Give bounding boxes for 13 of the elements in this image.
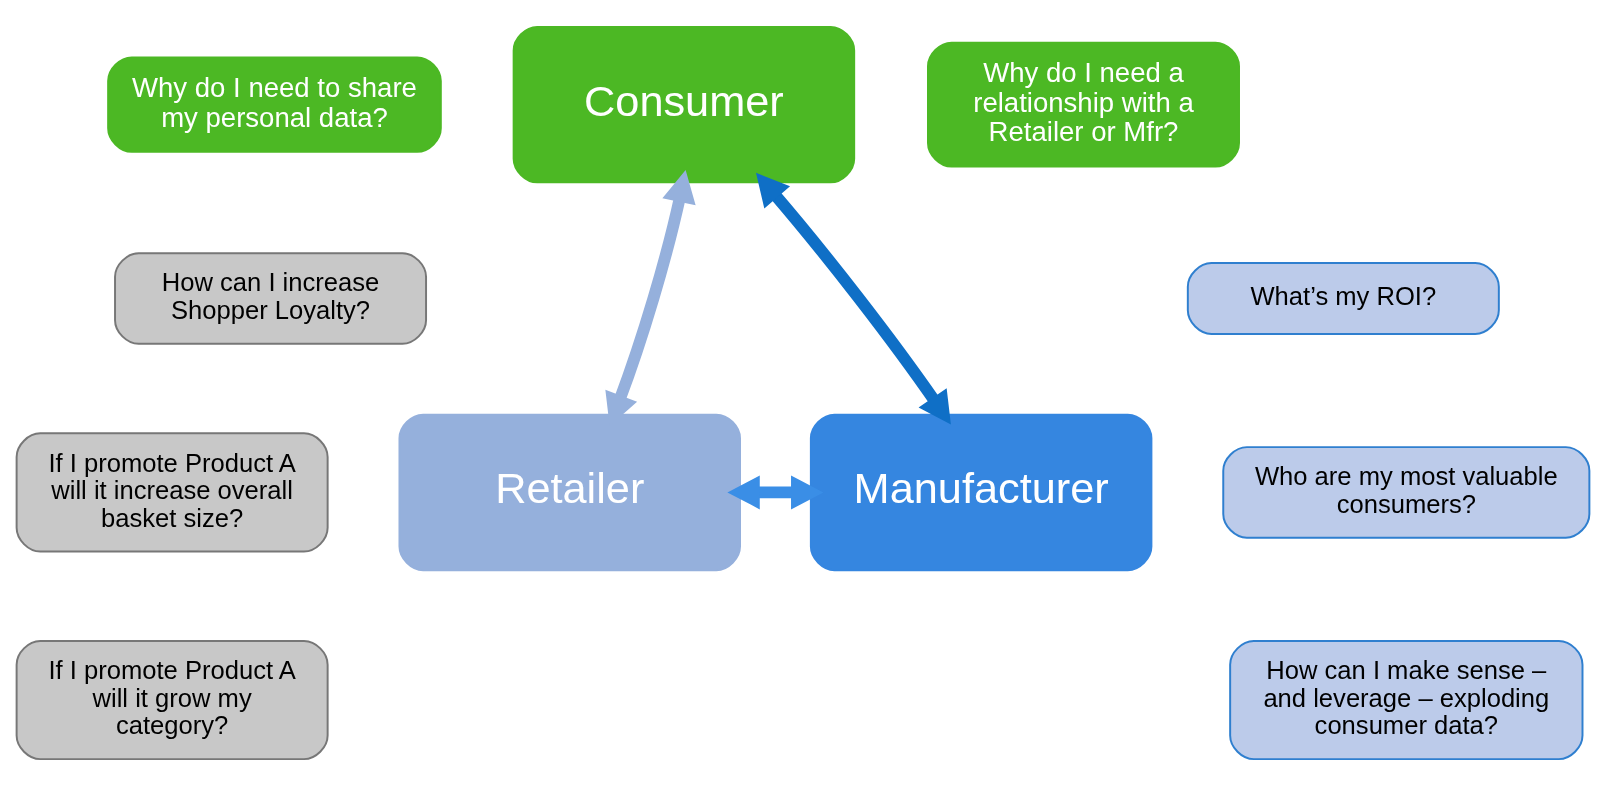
node-box: Who are my most valuable consumers? <box>1222 446 1591 539</box>
node-box: If I promote Product A will it increase overall basket size? <box>15 432 329 553</box>
node-box: Retailer <box>398 413 741 572</box>
node-box: Manufacturer <box>809 413 1153 572</box>
node-box: What’s my ROI? <box>1186 262 1500 335</box>
node-box: If I promote Product A will it grow my category? <box>15 640 329 761</box>
node-box: How can I increase Shopper Loyalty? <box>114 252 428 345</box>
node-box: Why do I need to share my personal data? <box>107 56 442 153</box>
arrow <box>756 172 951 425</box>
node-box: Why do I need a relationship with a Retailer or Mfr? <box>927 41 1240 168</box>
arrow <box>727 475 824 510</box>
node-box: How can I make sense – and leverage – exploding consumer data? <box>1229 640 1584 761</box>
node-box: Consumer <box>512 25 856 184</box>
